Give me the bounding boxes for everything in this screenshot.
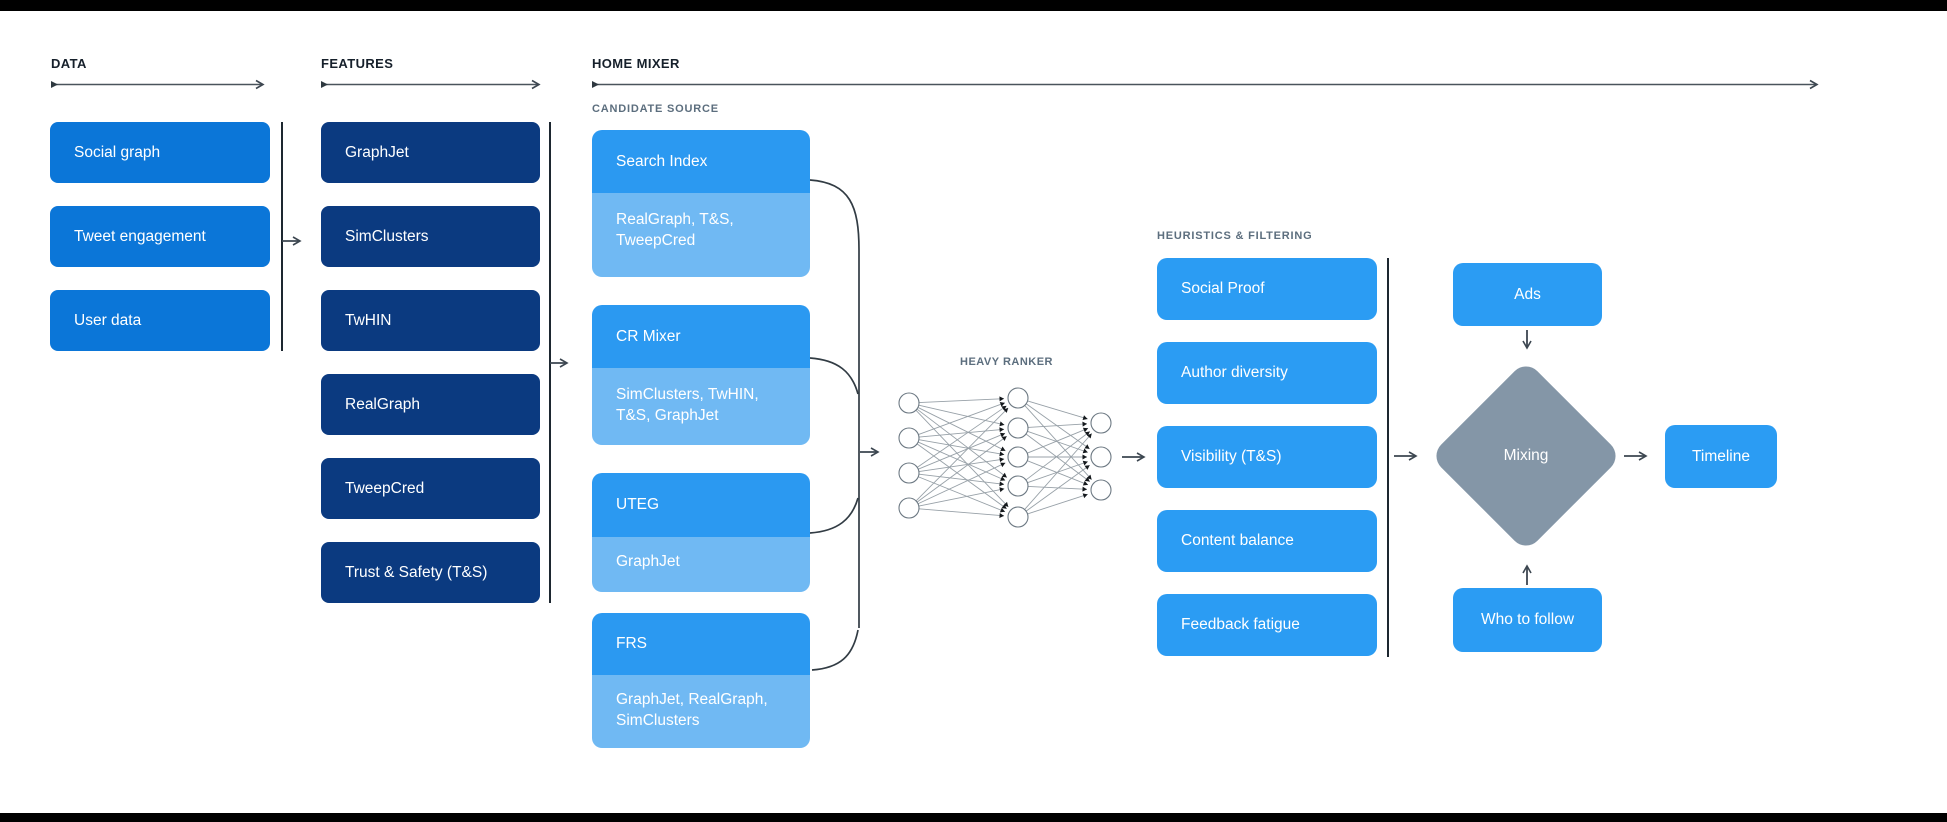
node-twhin: TwHIN <box>321 290 540 351</box>
node-cr-mixer: CR Mixer SimClusters, TwHIN, T&S, GraphJ… <box>592 305 810 445</box>
candidate-sub-features: SimClusters, TwHIN, T&S, GraphJet <box>592 368 810 445</box>
bottom-letterbox-bar <box>0 813 1947 822</box>
nn-edge <box>918 439 1005 457</box>
node-frs: FRS GraphJet, RealGraph, SimClusters <box>592 613 810 748</box>
nn-node <box>1007 506 1029 528</box>
nn-node <box>898 427 920 449</box>
node-social-graph: Social graph <box>50 122 270 183</box>
label-candidate-source: CANDIDATE SOURCE <box>592 103 719 115</box>
nn-edge <box>918 473 1005 487</box>
nn-edge <box>918 487 1005 507</box>
nn-node <box>898 392 920 414</box>
candidate-title: FRS <box>592 613 810 675</box>
section-label-home-mixer: HOME MIXER <box>592 56 680 71</box>
nn-node <box>1007 446 1029 468</box>
nn-edge <box>918 432 1006 470</box>
nn-edge <box>1025 433 1091 482</box>
collector-curve-uteg <box>809 497 859 534</box>
nn-edge <box>916 405 1007 468</box>
nn-edge <box>1027 400 1088 421</box>
nn-edge <box>918 404 1005 427</box>
node-social-proof: Social Proof <box>1157 258 1377 320</box>
nn-edge <box>1025 464 1090 512</box>
node-tweet-engagement: Tweet engagement <box>50 206 270 267</box>
candidate-title: CR Mixer <box>592 305 810 368</box>
node-content-balance: Content balance <box>1157 510 1377 572</box>
node-feedback-fatigue: Feedback fatigue <box>1157 594 1377 656</box>
nn-edge <box>1027 427 1089 454</box>
nn-edge <box>1024 433 1093 510</box>
collector-curve-cr-mixer <box>809 357 859 395</box>
nn-edge <box>916 435 1007 503</box>
nn-edge <box>917 441 1006 481</box>
neural-network-edges <box>915 396 1093 518</box>
label-heuristics-filtering: HEURISTICS & FILTERING <box>1157 230 1313 242</box>
nn-node <box>1090 412 1112 434</box>
mixing-label: Mixing <box>1503 447 1549 464</box>
node-user-data: User data <box>50 290 270 351</box>
neural-network-nodes <box>898 387 1112 528</box>
nn-edge <box>917 407 1006 452</box>
node-simclusters: SimClusters <box>321 206 540 267</box>
nn-edge <box>1025 431 1091 481</box>
candidate-sub-features: GraphJet <box>592 537 810 592</box>
nn-edge <box>918 476 1006 513</box>
nn-node <box>898 462 920 484</box>
nn-node <box>898 497 920 519</box>
nn-node <box>1090 479 1112 501</box>
label-heavy-ranker: HEAVY RANKER <box>960 356 1053 368</box>
node-graphjet: GraphJet <box>321 122 540 183</box>
candidate-sub-features: RealGraph, T&S, TweepCred <box>592 193 810 277</box>
node-timeline: Timeline <box>1665 425 1777 488</box>
top-letterbox-bar <box>0 0 1947 11</box>
nn-edge <box>918 508 1005 518</box>
section-label-features: FEATURES <box>321 56 394 71</box>
candidate-title: Search Index <box>592 130 810 193</box>
collector-spine-search-index <box>809 179 860 628</box>
collector-curve-frs <box>811 629 859 671</box>
node-author-diversity: Author diversity <box>1157 342 1377 404</box>
node-search-index: Search Index RealGraph, T&S, TweepCred <box>592 130 810 277</box>
nn-node <box>1007 387 1029 409</box>
nn-edge <box>916 408 1008 478</box>
nn-node <box>1007 475 1029 497</box>
section-label-data: DATA <box>51 56 87 71</box>
nn-edge <box>918 402 1006 435</box>
nn-edge <box>1024 405 1092 480</box>
nn-node <box>1007 417 1029 439</box>
node-who-to-follow: Who to follow <box>1453 588 1602 652</box>
node-ads: Ads <box>1453 263 1602 326</box>
node-visibility-ts: Visibility (T&S) <box>1157 426 1377 488</box>
nn-edge <box>917 462 1006 505</box>
nn-node <box>1090 446 1112 468</box>
nn-edge <box>918 396 1005 403</box>
nn-edge <box>918 457 1005 472</box>
nn-edge <box>915 407 1009 502</box>
candidate-title: UTEG <box>592 473 810 537</box>
nn-edge <box>916 443 1007 510</box>
node-trust-safety: Trust & Safety (T&S) <box>321 542 540 603</box>
nn-edge <box>1027 421 1088 428</box>
nn-edge <box>1025 403 1090 450</box>
nn-edge <box>918 427 1005 438</box>
nn-edge <box>1027 493 1088 515</box>
node-tweepcred: TweepCred <box>321 458 540 519</box>
candidate-sub-features: GraphJet, RealGraph, SimClusters <box>592 675 810 748</box>
node-uteg: UTEG GraphJet <box>592 473 810 592</box>
node-realgraph: RealGraph <box>321 374 540 435</box>
